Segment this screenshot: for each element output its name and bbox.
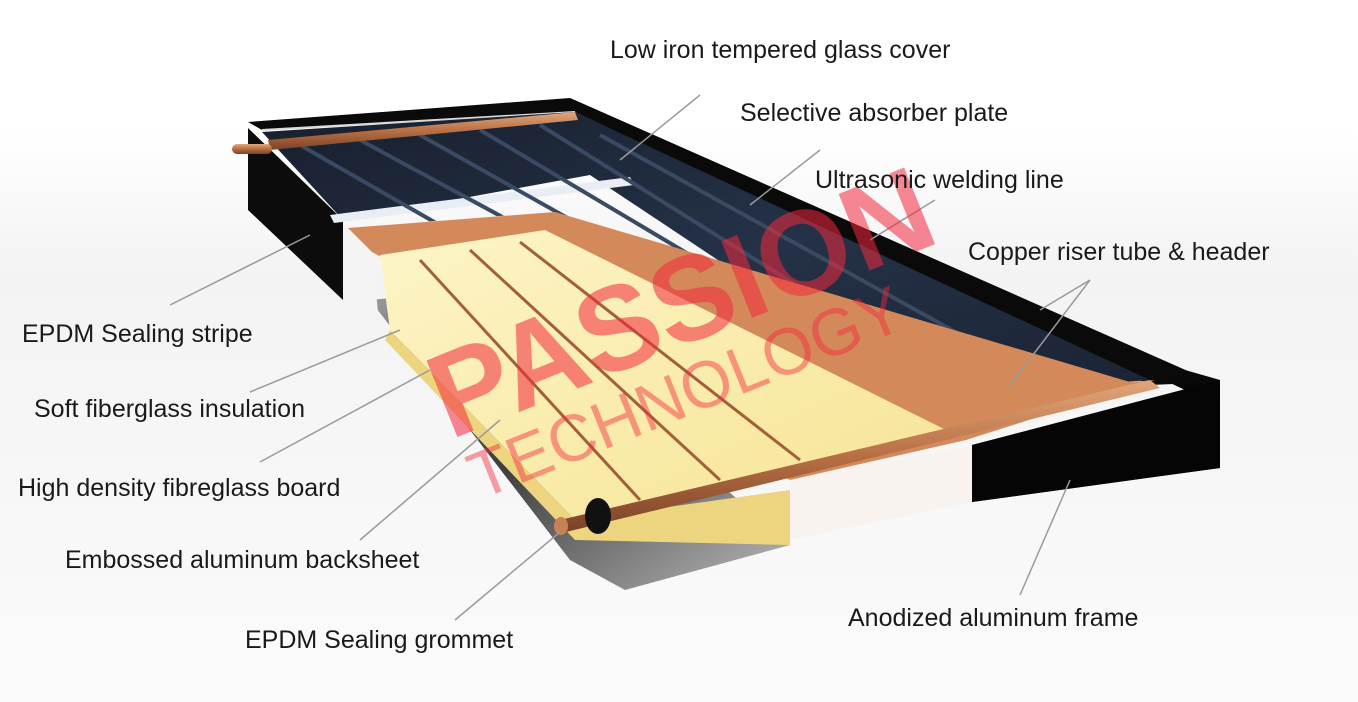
riser-tubes-over-insulation: [418, 240, 801, 502]
label-sealing-stripe: EPDM Sealing stripe: [22, 320, 253, 348]
bottom-header-pipe: [560, 380, 1160, 532]
label-sealing-grommet: EPDM Sealing grommet: [245, 626, 514, 654]
glass-cut-edge: [330, 177, 634, 223]
label-backsheet: Embossed aluminum backsheet: [65, 546, 420, 574]
label-glass-cover: Low iron tempered glass cover: [610, 36, 951, 64]
leader-lines: [169, 94, 1091, 621]
top-pipe-stub: [232, 144, 272, 154]
label-riser-tube: Copper riser tube & header: [968, 238, 1270, 266]
fibreglass-board-edge: [385, 330, 790, 545]
label-fibreglass-board: High density fibreglass board: [18, 474, 341, 502]
label-soft-insulation: Soft fiberglass insulation: [34, 395, 305, 423]
frame-left-wall: [248, 128, 343, 300]
fiberglass-insulation: [380, 230, 950, 520]
label-welding-line: Ultrasonic welding line: [815, 166, 1064, 194]
sealing-grommet-shape: [585, 498, 611, 534]
top-header-pipe: [268, 112, 578, 150]
label-frame: Anodized aluminum frame: [848, 604, 1139, 632]
frame-front-face: [972, 380, 1220, 502]
bottom-pipe-end: [554, 517, 568, 535]
front-side-wall: [790, 445, 972, 540]
frame-top-rim: [248, 98, 1220, 385]
label-absorber-plate: Selective absorber plate: [740, 99, 1009, 127]
frame-rim-highlight: [261, 111, 576, 131]
